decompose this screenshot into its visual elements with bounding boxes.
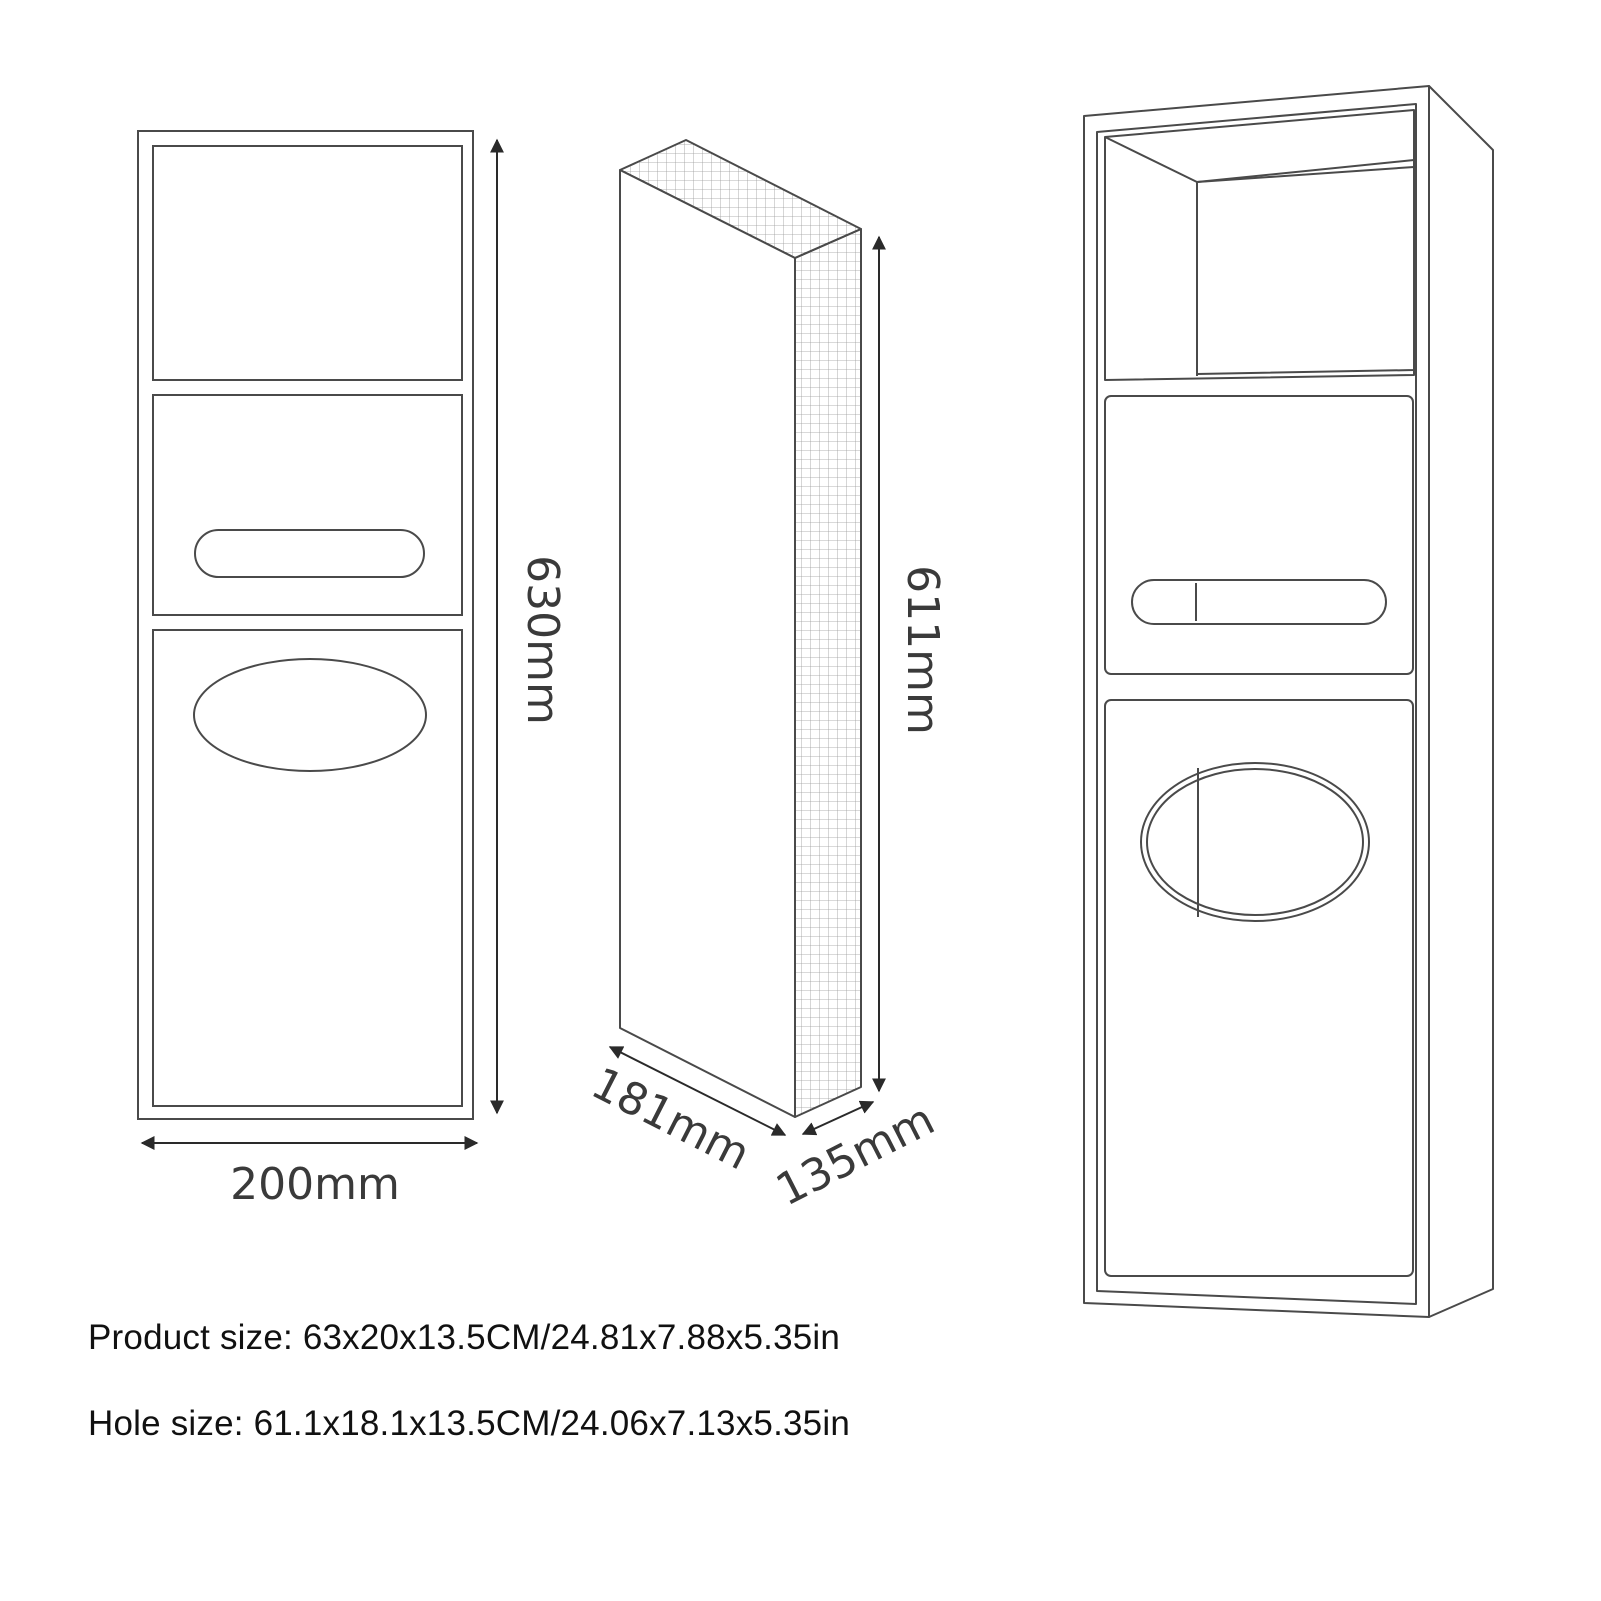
box-depth-arrow xyxy=(801,1100,875,1136)
front-height-dimension: 630mm xyxy=(490,138,568,1115)
perspective-outer-frame xyxy=(1083,85,1430,1318)
perspective-oval-opening-inner xyxy=(1146,768,1364,916)
front-bottom-door xyxy=(152,629,463,1107)
front-height-label: 630mm xyxy=(517,555,568,725)
front-top-shelf xyxy=(152,145,463,381)
shelf-top-edge-right xyxy=(1196,159,1415,183)
box-height-dimension: 611mm xyxy=(872,235,948,1093)
hole-size-text: Hole size: 61.1x18.1x13.5CM/24.06x7.13x5… xyxy=(88,1404,850,1443)
box-height-label: 611mm xyxy=(897,565,948,735)
perspective-inner-frame xyxy=(1096,103,1417,1305)
shelf-opening xyxy=(1104,109,1415,381)
front-width-dimension: 200mm xyxy=(140,1136,479,1210)
box-side-face xyxy=(794,228,862,1118)
box-front-face xyxy=(619,169,796,1118)
box-width-arrow xyxy=(608,1046,787,1136)
front-middle-door xyxy=(152,394,463,616)
perspective-bottom-door xyxy=(1104,699,1414,1277)
perspective-view xyxy=(1083,85,1494,1318)
front-view xyxy=(137,130,474,1120)
front-width-label: 200mm xyxy=(230,1159,400,1210)
perspective-open-shelf xyxy=(1104,109,1415,381)
perspective-middle-door xyxy=(1104,395,1414,675)
perspective-side-edge xyxy=(1428,85,1494,1318)
perspective-slot-icon xyxy=(1131,579,1387,625)
perspective-oval-opening-outer xyxy=(1140,762,1370,922)
box-view xyxy=(619,139,862,1118)
front-oval-opening-icon xyxy=(193,658,427,772)
front-slot-icon xyxy=(194,529,425,578)
product-size-text: Product size: 63x20x13.5CM/24.81x7.88x5.… xyxy=(88,1318,841,1357)
front-outer-frame xyxy=(137,130,474,1120)
shelf-top-edge-left xyxy=(1104,136,1198,183)
